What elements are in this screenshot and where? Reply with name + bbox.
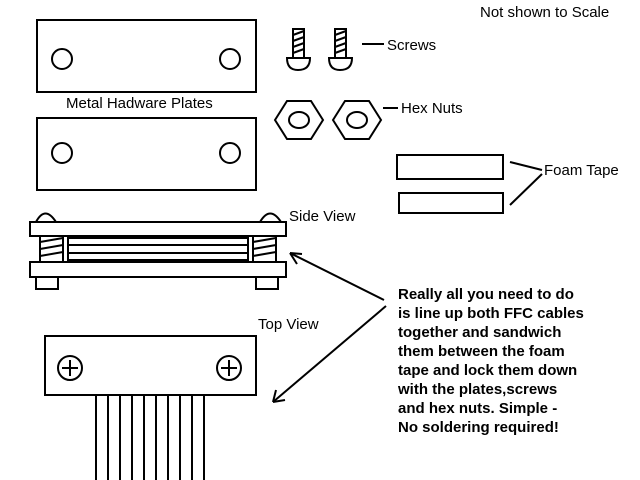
hex-nut-1 xyxy=(273,100,325,140)
screws-label: Screws xyxy=(387,37,437,54)
metal-plate-top xyxy=(36,19,257,93)
side-view-label: Side View xyxy=(289,208,356,225)
foam-tape-pointer-1 xyxy=(509,161,543,171)
instruction-line: tape and lock them down xyxy=(398,362,578,379)
instruction-line: and hex nuts. Simple - xyxy=(398,400,558,417)
instruction-line: with the plates,screws xyxy=(398,381,558,398)
side-view-assembly xyxy=(29,212,287,290)
screw-2 xyxy=(327,28,354,72)
top-view-label: Top View xyxy=(258,316,319,333)
instruction-line: No soldering required! xyxy=(398,419,559,436)
instructions-text: Really all you need to do is line up bot… xyxy=(398,285,584,437)
hex-nuts-label: Hex Nuts xyxy=(401,100,463,117)
hex-nut-2 xyxy=(331,100,383,140)
arrow-to-side-view xyxy=(289,252,385,301)
instruction-line: is line up both FFC cables xyxy=(398,305,584,322)
top-view-assembly xyxy=(44,335,257,480)
screw-1 xyxy=(285,28,312,72)
foam-tape-label: Foam Tape xyxy=(544,162,619,179)
foam-tape-pointer-2 xyxy=(509,173,543,206)
instruction-line: them between the foam xyxy=(398,343,565,360)
arrow-to-top-view xyxy=(272,305,387,403)
scale-note: Not shown to Scale xyxy=(480,4,610,21)
foam-tape-2 xyxy=(398,192,504,214)
plates-label: Metal Hadware Plates xyxy=(66,95,213,112)
metal-plate-bottom xyxy=(36,117,257,191)
instruction-line: together and sandwich xyxy=(398,324,562,341)
instruction-line: Really all you need to do xyxy=(398,286,574,303)
foam-tape-1 xyxy=(396,154,504,180)
